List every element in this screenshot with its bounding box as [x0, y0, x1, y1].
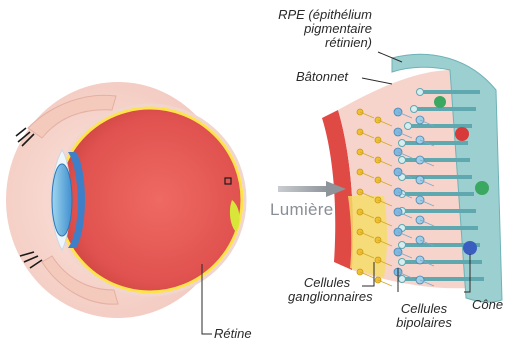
label-rpe-line3: rétinien) — [276, 36, 372, 50]
rod-nucleus — [405, 123, 412, 130]
label-bipolaires-line2: bipolaires — [390, 316, 458, 330]
label-ganglionnaires-line2: ganglionnaires — [288, 290, 366, 304]
label-ganglionnaires: Cellules ganglionnaires — [288, 276, 366, 304]
lens — [52, 164, 72, 236]
label-cone: Cône — [472, 298, 503, 312]
label-batonnet: Bâtonnet — [296, 70, 348, 84]
label-bipolaires: Cellules bipolaires — [390, 302, 458, 330]
label-bipolaires-line1: Cellules — [390, 302, 458, 316]
rod-cell — [404, 175, 472, 179]
cone-blue — [463, 241, 477, 255]
rod-nucleus — [411, 106, 418, 113]
leader-batonnet — [362, 78, 392, 84]
label-ganglionnaires-line1: Cellules — [288, 276, 366, 290]
rod-cell — [422, 90, 480, 94]
eyeball-group — [6, 82, 245, 318]
eyeball — [58, 108, 242, 292]
ganglion-band — [348, 196, 387, 278]
label-rpe: RPE (épithélium pigmentaire rétinien) — [276, 8, 372, 50]
rod-cell — [404, 192, 474, 196]
rod-nucleus — [399, 259, 406, 266]
rod-nucleus — [399, 140, 406, 147]
label-retine: Rétine — [214, 327, 252, 341]
cone-green-top — [434, 96, 446, 108]
label-lumiere: Lumière — [270, 200, 334, 220]
cone-green — [475, 181, 489, 195]
rod-cell — [416, 107, 476, 111]
rod-cell — [404, 226, 478, 230]
rod-nucleus — [399, 157, 406, 164]
rod-cell — [404, 209, 476, 213]
neuron-axon — [378, 280, 392, 286]
rod-nucleus — [399, 276, 406, 283]
rod-cell — [404, 158, 470, 162]
rod-cell — [404, 141, 468, 145]
label-rpe-line1: RPE (épithélium — [276, 8, 372, 22]
rod-nucleus — [417, 89, 424, 96]
retina-section — [322, 54, 502, 302]
label-rpe-line2: pigmentaire — [276, 22, 372, 36]
rod-nucleus — [399, 242, 406, 249]
cone-red — [455, 127, 469, 141]
